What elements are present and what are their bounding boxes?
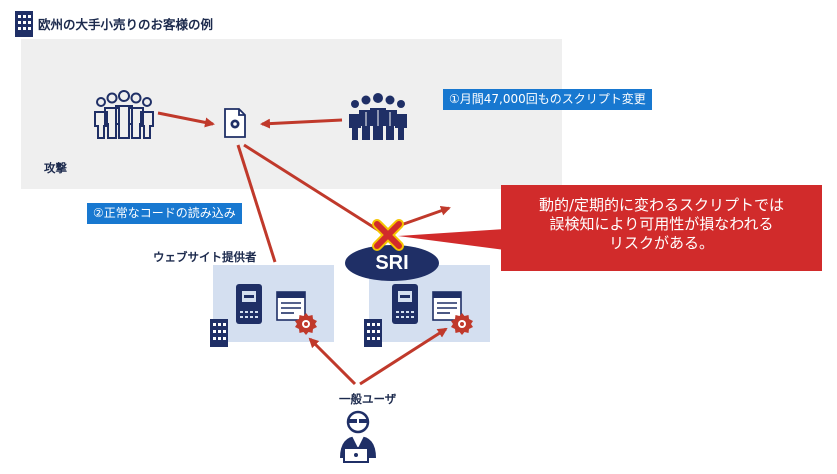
people-group-icon: [349, 93, 407, 140]
config-file-icon: [224, 108, 246, 138]
load-line-left: [236, 144, 277, 263]
right-attack-arrow: [260, 118, 343, 129]
left-attack-arrow: [157, 111, 215, 128]
sri-escape-arrow: [397, 205, 451, 228]
people-group-icon: [94, 90, 154, 139]
user-to-sri-site-arrow: [359, 327, 448, 386]
warning-line-1: 動的/定期的に変わるスクリプトでは: [538, 196, 785, 214]
load-line-right: [243, 143, 379, 232]
normal-code-label: ②正常なコードの読み込み: [87, 203, 242, 224]
warning-callout-pointer: [398, 229, 505, 250]
user-to-provider-arrow: [308, 337, 357, 386]
hacker-user-icon: [340, 410, 376, 463]
warning-line-2: 誤検知により可用性が損なわれる: [549, 215, 774, 233]
cross-mark-icon: [372, 219, 404, 251]
provider-label: ウェブサイト提供者: [153, 250, 257, 264]
server-icon: [392, 284, 418, 324]
building-icon: [210, 319, 228, 347]
script-change-label: ①月間47,000回ものスクリプト変更: [443, 89, 652, 110]
attack-label: 攻撃: [44, 161, 67, 175]
malware-icon: [451, 313, 473, 335]
warning-line-3: リスクがある。: [608, 234, 714, 252]
building-icon: [364, 319, 382, 347]
provider-site-box: [213, 265, 334, 342]
sri-badge: SRI: [345, 245, 439, 281]
server-icon: [236, 284, 262, 324]
building-icon: [15, 11, 33, 37]
retailer-panel: [21, 39, 562, 189]
diagram-title: 欧州の大手小売りのお客様の例: [38, 17, 214, 32]
user-label: 一般ユーザ: [339, 392, 397, 406]
malware-icon: [295, 313, 317, 335]
warning-callout: 動的/定期的に変わるスクリプトでは 誤検知により可用性が損なわれる リスクがある…: [501, 185, 822, 271]
